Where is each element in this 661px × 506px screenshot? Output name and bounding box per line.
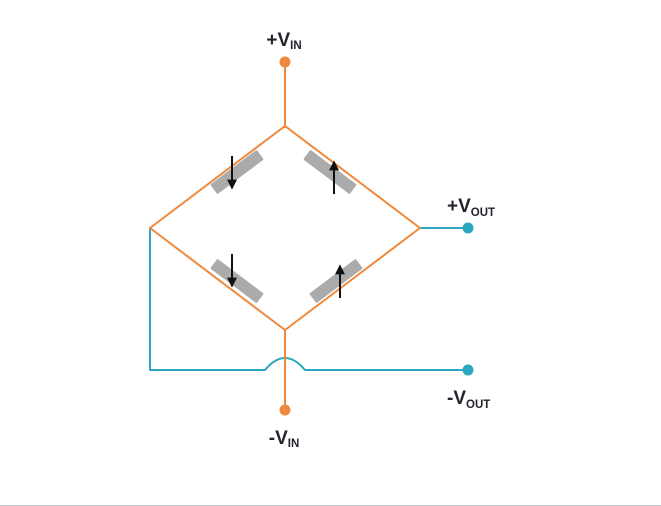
vout-negative-terminal xyxy=(462,364,474,376)
label-vout-positive: +VOUT xyxy=(447,196,495,219)
vout-positive-terminal xyxy=(462,222,474,234)
strain-gauge-bottom-left xyxy=(210,259,264,303)
label-vout-negative: -VOUT xyxy=(447,388,490,411)
vout-negative-wire xyxy=(149,227,469,371)
vin-negative-terminal xyxy=(279,404,291,416)
label-vin-positive: +VIN xyxy=(266,30,301,52)
strain-gauge-top-right xyxy=(303,150,357,194)
label-vin-negative: -VIN xyxy=(269,428,300,450)
vin-positive-terminal xyxy=(279,56,291,68)
bridge-diamond xyxy=(149,125,421,331)
strain-gauge-top-left xyxy=(210,150,264,194)
strain-gauge-bottom-right xyxy=(309,259,363,303)
